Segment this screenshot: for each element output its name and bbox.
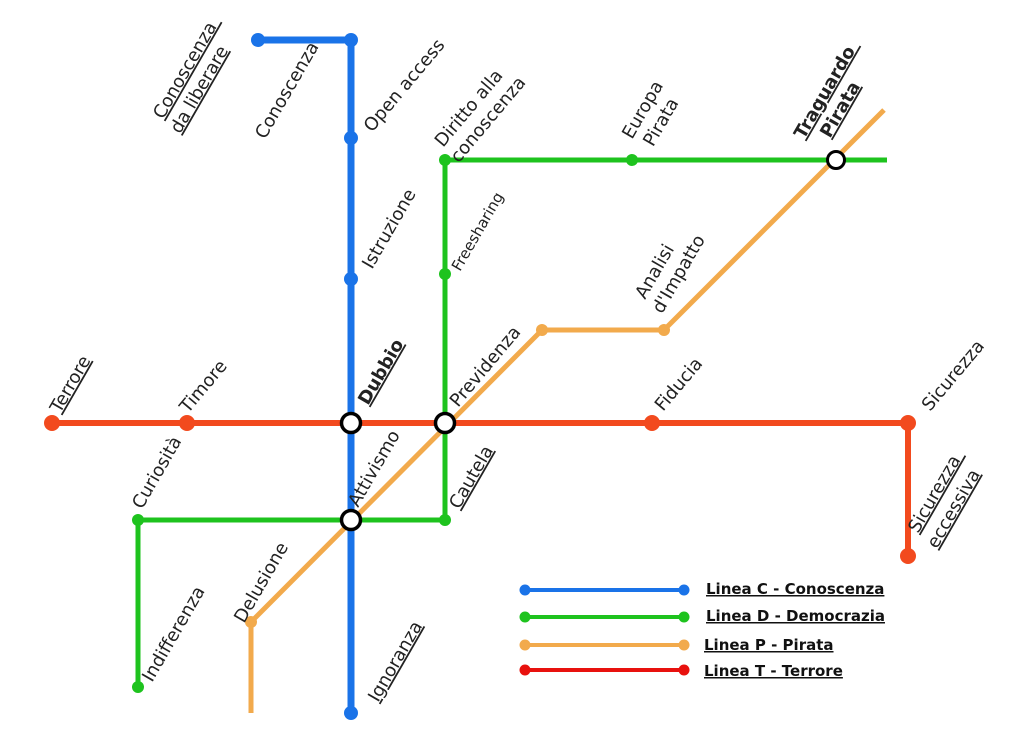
label-sicurezza-eccessiva: Sicurezza eccessiva: [902, 447, 989, 552]
station-dot-previdenza-bend[interactable]: [536, 324, 548, 336]
label-freesharing: Freesharing: [448, 189, 507, 274]
legend-item-linea-p: Linea P - Pirata: [519, 636, 834, 654]
station-dot-conoscenza[interactable]: [344, 33, 358, 47]
label-cautela: Cautela: [445, 442, 498, 512]
label-conoscenza: Conoscenza: [251, 38, 323, 142]
label-timore: Timore: [175, 356, 232, 418]
interchange-attivismo[interactable]: [339, 508, 363, 532]
station-dot-open-access[interactable]: [344, 131, 358, 145]
interchange-traguardo-pirata[interactable]: [826, 150, 846, 170]
station-dot-delusione[interactable]: [245, 616, 257, 628]
label-europa-pirata: Europa Pirata: [618, 72, 690, 153]
station-dot-cautela[interactable]: [439, 514, 451, 526]
station-dot-diritto-alla-conoscenza[interactable]: [439, 154, 451, 166]
label-previdenza: Previdenza: [446, 322, 526, 411]
station-dot-curiosita[interactable]: [132, 514, 144, 526]
label-diritto-alla-conoscenza: Diritto alla conoscenza: [429, 58, 530, 167]
label-curiosita: Curiosità: [128, 433, 186, 513]
legend: Linea C - Conoscenza Linea D - Democrazi…: [519, 580, 885, 680]
station-dot-analisi-impatto[interactable]: [658, 324, 670, 336]
label-sicurezza: Sicurezza: [918, 336, 989, 415]
legend-item-linea-t: Linea T - Terrore: [519, 662, 843, 680]
label-fiducia: Fiducia: [651, 354, 707, 416]
station-dot-fiducia[interactable]: [644, 415, 660, 431]
station-dot-terrore[interactable]: [44, 415, 60, 431]
station-dot-ignoranza[interactable]: [344, 706, 358, 720]
label-terrore: Terrore: [46, 352, 96, 417]
station-dot-europa-pirata[interactable]: [626, 154, 638, 166]
legend-label-linea-t: Linea T - Terrore: [704, 662, 843, 680]
station-dot-sicurezza[interactable]: [900, 415, 916, 431]
label-open-access: Open access: [360, 35, 450, 136]
label-analisi-impatto: Analisi d'Impatto: [629, 220, 710, 317]
label-dubbio: Dubbio: [354, 336, 408, 409]
label-ignoranza: Ignoranza: [364, 618, 427, 706]
station-dot-istruzione[interactable]: [344, 272, 358, 286]
legend-item-linea-c: Linea C - Conoscenza: [519, 580, 884, 598]
interchange-dubbio[interactable]: [339, 411, 363, 435]
station-dot-sicurezza-eccessiva[interactable]: [900, 548, 916, 564]
line-c-conoscenza: [258, 36, 355, 713]
station-dot-timore[interactable]: [179, 415, 195, 431]
station-dot-freesharing[interactable]: [439, 268, 451, 280]
station-dot-indifferenza[interactable]: [132, 681, 144, 693]
legend-label-linea-c: Linea C - Conoscenza: [706, 580, 884, 598]
interchange-previdenza[interactable]: [433, 411, 457, 435]
station-dot-conoscenza-da-liberare[interactable]: [251, 33, 265, 47]
label-indifferenza: Indifferenza: [138, 583, 209, 686]
legend-item-linea-d: Linea D - Democrazia: [519, 607, 885, 625]
label-traguardo-pirata: Traguardo Pirata: [790, 37, 882, 153]
label-conoscenza-da-liberare: Conoscenza da liberare: [147, 13, 243, 137]
label-istruzione: Istruzione: [358, 185, 420, 272]
legend-label-linea-p: Linea P - Pirata: [704, 636, 834, 654]
legend-label-linea-d: Linea D - Democrazia: [706, 607, 885, 625]
